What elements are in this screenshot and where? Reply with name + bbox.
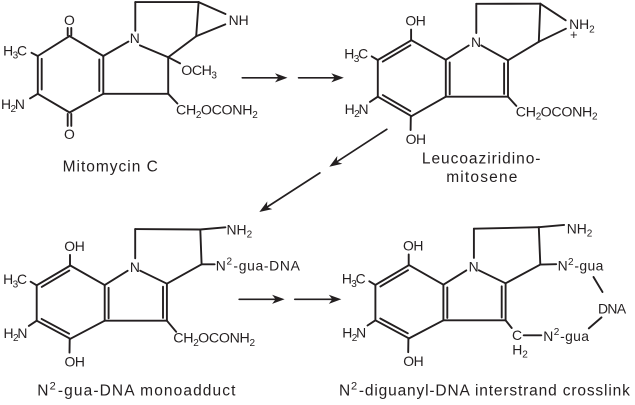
svg-text:DNA: DNA: [598, 300, 627, 316]
svg-text:Leucoaziridino-: Leucoaziridino-: [422, 150, 542, 167]
svg-text:+: +: [570, 27, 578, 42]
svg-text:N2 -gua: N2 -gua: [543, 327, 589, 344]
svg-text:OH: OH: [403, 238, 423, 254]
svg-text:CH2 OCONH2: CH2 OCONH2: [173, 331, 255, 349]
svg-text:OH: OH: [403, 353, 423, 369]
svg-text:OH: OH: [406, 131, 426, 147]
svg-text:mitosene: mitosene: [446, 169, 518, 186]
svg-text:N2 -gua-DNA monoadduct: N2 -gua-DNA monoadduct: [37, 380, 236, 399]
svg-text:OH: OH: [65, 354, 85, 370]
svg-text:CH2 OCONH2: CH2 OCONH2: [176, 103, 258, 121]
svg-text:N: N: [130, 30, 140, 46]
svg-text:OH: OH: [64, 238, 84, 254]
svg-text:CH2 OCONH2: CH2 OCONH2: [516, 104, 598, 122]
svg-text:N: N: [471, 34, 481, 50]
svg-text:OH: OH: [405, 13, 425, 29]
svg-text:N: N: [130, 259, 140, 275]
svg-text:O: O: [64, 12, 75, 28]
svg-text:O: O: [64, 126, 75, 142]
svg-text:N2 -gua: N2 -gua: [558, 257, 604, 274]
svg-text:N: N: [469, 259, 479, 275]
svg-text:NH: NH: [229, 12, 249, 28]
svg-text:N2 -diguanyl-DNA interstrand c: N2 -diguanyl-DNA interstrand crosslink: [339, 380, 631, 399]
svg-text:Mitomycin C: Mitomycin C: [63, 159, 159, 176]
